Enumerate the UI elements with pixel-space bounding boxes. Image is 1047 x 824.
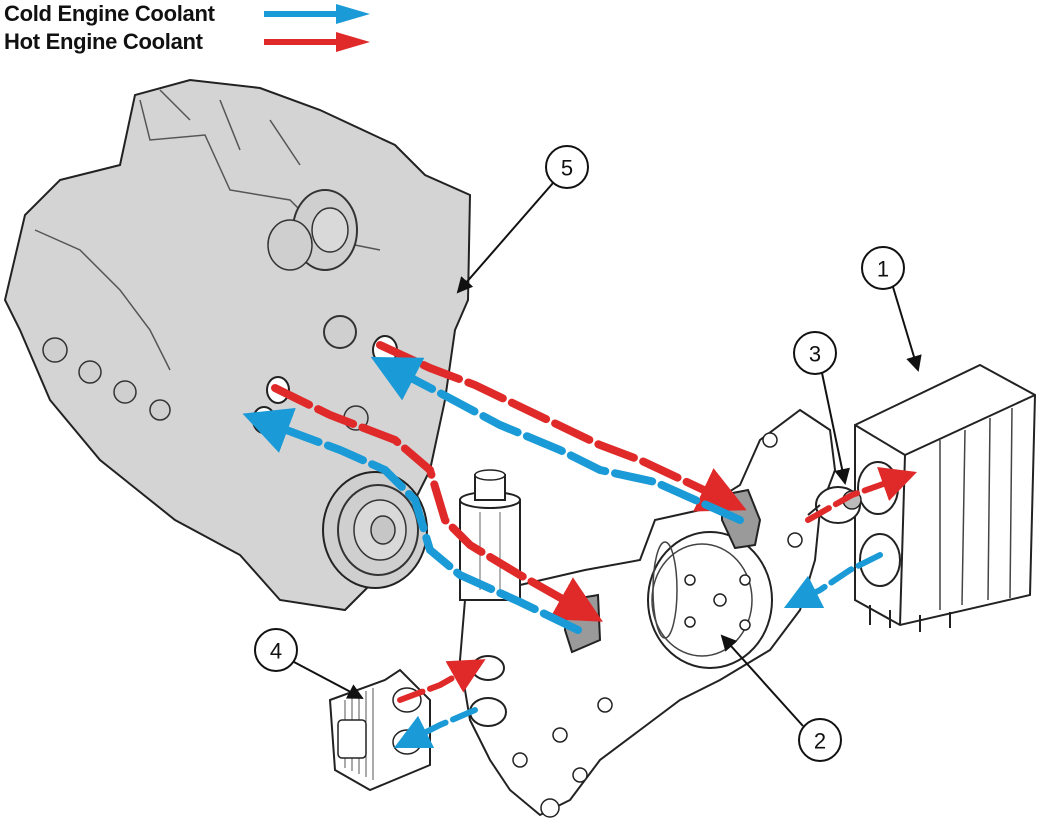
legend-item-hot: Hot Engine Coolant (4, 28, 372, 56)
cold-arrow-icon (264, 4, 370, 24)
front-cover-icon (458, 408, 837, 818)
heater-core-icon (854, 363, 1037, 632)
hot-arrow-icon (264, 32, 370, 52)
oil-filter-housing-icon (459, 469, 521, 601)
callout-4-label: 4 (270, 639, 282, 664)
water-pump-icon (647, 531, 773, 669)
callout-3-label: 3 (809, 342, 821, 367)
callout-1-label: 1 (877, 257, 889, 282)
callout-2-label: 2 (814, 729, 826, 754)
callout-5-label: 5 (561, 156, 573, 181)
legend: Cold Engine Coolant Hot Engine Coolant (4, 0, 372, 56)
cold-coolant-flow (242, 356, 883, 749)
callout-2: 2 (720, 634, 842, 762)
legend-label-cold: Cold Engine Coolant (4, 1, 215, 26)
callout-4: 4 (254, 628, 364, 699)
callout-3: 3 (793, 331, 850, 485)
callout-1: 1 (861, 246, 922, 372)
legend-item-cold: Cold Engine Coolant (4, 0, 372, 28)
callout-5: 5 (456, 145, 589, 294)
legend-label-hot: Hot Engine Coolant (4, 29, 203, 54)
engine-block-icon (3, 78, 472, 612)
